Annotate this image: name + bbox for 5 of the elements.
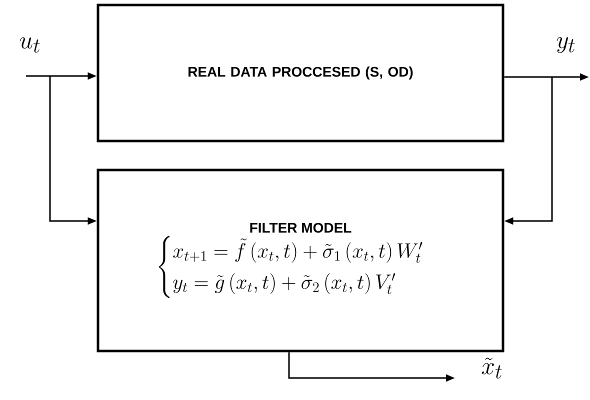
filter-model-box: FILTER MODEL $\begin{cases} x_{t+1} = \tilde{f}\left(x_t,t\right)+\tilde{\sigma}_1\left(x_t,t\right)W'_t \\ y_t = \tilde{g}\left(x_t,t\right)+\tilde{\sigma}_2\left(x_t,t\right)V'_t \end{cases}$: [96, 168, 504, 352]
math-symbol: $\tilde{x}_t$: [482, 358, 502, 378]
math-symbol: $u_t$: [20, 37, 40, 53]
process-box: REAL DATA PROCCESED (S, OD): [96, 4, 504, 142]
math-symbol: $y_t$: [556, 36, 575, 54]
